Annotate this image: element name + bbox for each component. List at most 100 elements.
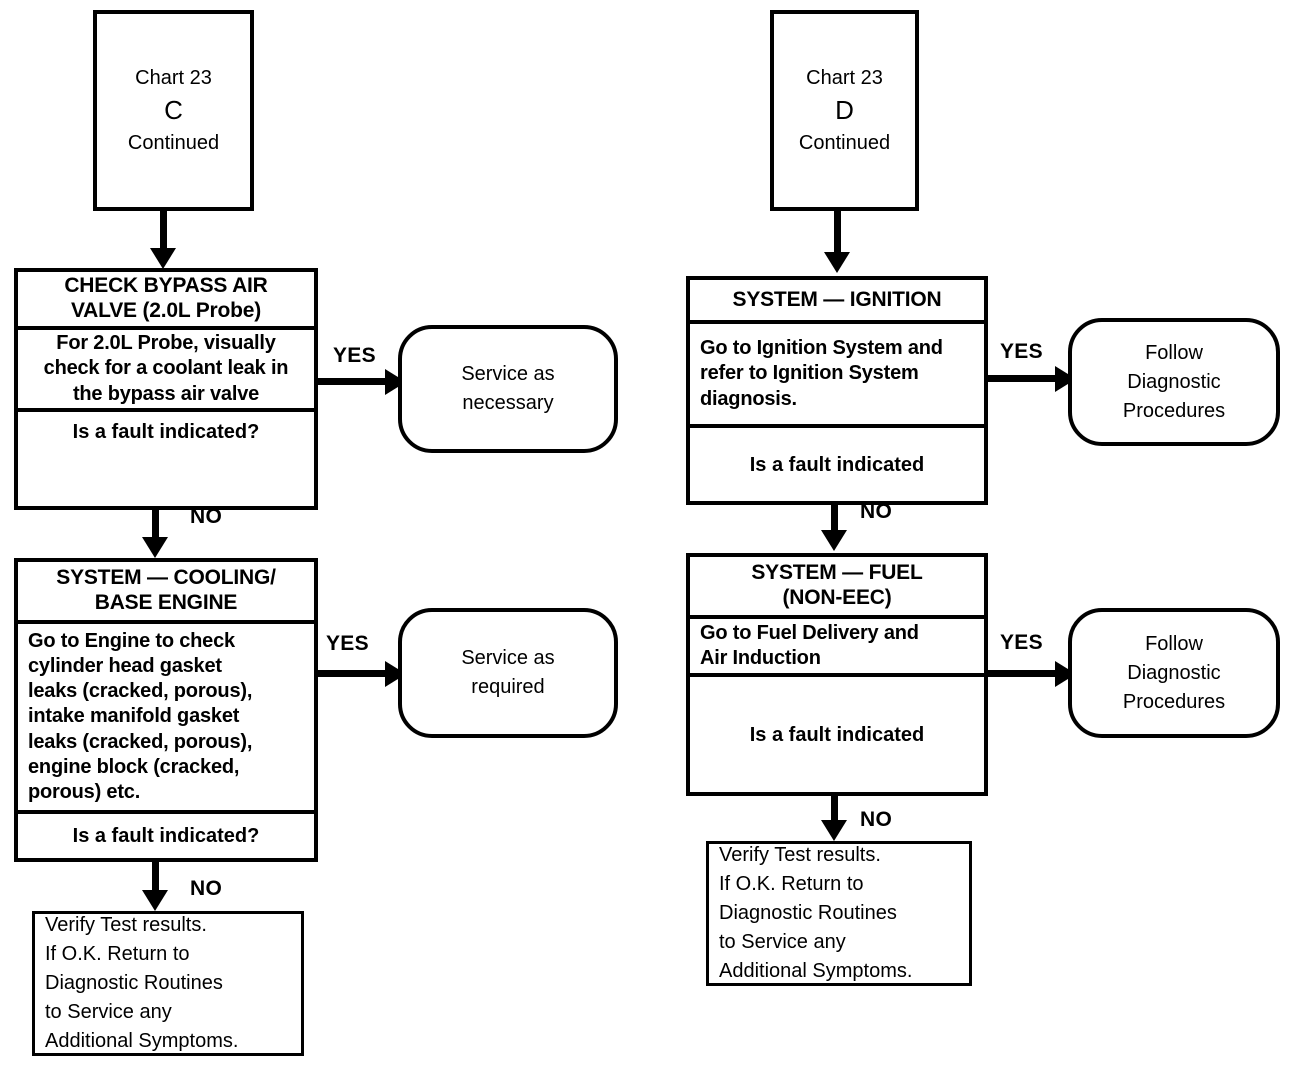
left-step1-yes-result-line1: Service as — [461, 363, 555, 385]
right-start-line3: Continued — [798, 131, 891, 154]
right-step1-yes-result-line3: Procedures — [1122, 399, 1226, 422]
right-step1-yes-label: YES — [1000, 340, 1043, 363]
right-step2-header-line1: SYSTEM — FUEL — [751, 561, 923, 585]
left-step1-question: Is a fault indicated? — [72, 421, 260, 443]
right-step1-body-line3: diagnosis. — [700, 387, 797, 410]
left-connector-start-to-step1 — [160, 211, 167, 253]
left-step2-yes-result-line1: Service as — [461, 647, 555, 669]
left-step1-body-line2: check for a coolant leak in — [43, 357, 289, 380]
left-step1-yes-result[interactable]: Service as necessary — [398, 325, 618, 453]
left-terminal-line1: Verify Test results. — [45, 914, 207, 936]
left-step1-no-label: NO — [190, 505, 223, 528]
right-start-text: Chart 23 D Continued — [799, 64, 890, 156]
right-arrow-step1-to-step2 — [821, 530, 847, 551]
left-terminal-line2: If O.K. Return to — [45, 943, 190, 965]
right-step1-yes-line — [988, 375, 1060, 382]
right-step2-node[interactable]: SYSTEM — FUEL (NON-EEC) Go to Fuel Deliv… — [686, 553, 988, 796]
left-step2-header: SYSTEM — COOLING/ BASE ENGINE — [18, 562, 314, 624]
left-start-line2: C — [164, 95, 183, 126]
left-step1-header: CHECK BYPASS AIR VALVE (2.0L Probe) — [18, 272, 314, 330]
left-step2-yes-result[interactable]: Service as required — [398, 608, 618, 738]
left-step2-body-line7: porous) etc. — [28, 780, 141, 803]
right-connector-step1-to-step2 — [831, 505, 838, 535]
right-step1-yes-result[interactable]: Follow Diagnostic Procedures — [1068, 318, 1280, 446]
left-step1-header-line1: CHECK BYPASS AIR — [64, 274, 268, 298]
right-step1-yes-result-line1: Follow — [1145, 341, 1203, 364]
left-terminal-node[interactable]: Verify Test results. If O.K. Return to D… — [32, 911, 304, 1056]
left-step2-no-label: NO — [190, 877, 223, 900]
left-step2-body-line1: Go to Engine to check — [28, 629, 235, 652]
right-step2-header-line2: (NON-EEC) — [782, 586, 892, 609]
left-connector-step1-to-step2 — [152, 510, 159, 542]
left-step1-body-line3: the bypass air valve — [72, 382, 260, 405]
right-step2-body-line1: Go to Fuel Delivery and — [700, 621, 919, 644]
right-terminal-line1: Verify Test results. — [719, 844, 881, 866]
left-step2-yes-result-line2: required — [471, 676, 545, 698]
right-step2-body-line2: Air Induction — [700, 647, 821, 669]
right-terminal-line3: Diagnostic Routines — [719, 902, 897, 924]
right-connector-start-to-step1 — [834, 211, 841, 256]
right-terminal-line2: If O.K. Return to — [719, 873, 864, 895]
left-step1-body-line1: For 2.0L Probe, visually — [56, 332, 276, 355]
right-arrow-step2-to-terminal — [821, 820, 847, 841]
left-step2-header-line1: SYSTEM — COOLING/ — [56, 566, 276, 590]
right-step1-header: SYSTEM — IGNITION — [690, 280, 984, 324]
right-step2-yes-result-line2: Diagnostic — [1127, 661, 1221, 684]
left-start-node[interactable]: Chart 23 C Continued — [93, 10, 254, 211]
left-arrow-start-to-step1 — [150, 248, 176, 269]
left-terminal-line5: Additional Symptoms. — [45, 1030, 239, 1052]
right-start-line1: Chart 23 — [806, 67, 883, 90]
left-step2-body-line5: leaks (cracked, porous), — [28, 730, 253, 753]
right-step2-yes-result-text: Follow Diagnostic Procedures — [1123, 630, 1225, 717]
right-terminal-text: Verify Test results. If O.K. Return to D… — [709, 844, 969, 983]
left-step2-body-line6: engine block (cracked, — [28, 755, 240, 778]
left-step2-question: Is a fault indicated? — [72, 825, 260, 847]
left-step1-yes-result-line2: necessary — [462, 392, 554, 414]
left-step2-node[interactable]: SYSTEM — COOLING/ BASE ENGINE Go to Engi… — [14, 558, 318, 862]
right-step2-body: Go to Fuel Delivery and Air Induction — [690, 619, 984, 677]
right-terminal-line4: to Service any — [719, 931, 846, 953]
left-terminal-line3: Diagnostic Routines — [45, 972, 223, 994]
right-step1-body: Go to Ignition System and refer to Ignit… — [690, 324, 984, 428]
left-terminal-text: Verify Test results. If O.K. Return to D… — [35, 914, 301, 1053]
right-step2-yes-result-line3: Procedures — [1122, 690, 1226, 713]
right-step2-yes-result-line1: Follow — [1145, 632, 1203, 655]
left-step2-header-line2: BASE ENGINE — [94, 591, 238, 614]
right-terminal-node[interactable]: Verify Test results. If O.K. Return to D… — [706, 841, 972, 986]
left-arrow-step2-to-terminal — [142, 890, 168, 911]
right-step2-yes-result[interactable]: Follow Diagnostic Procedures — [1068, 608, 1280, 738]
left-connector-step2-to-terminal — [152, 862, 159, 895]
right-start-node[interactable]: Chart 23 D Continued — [770, 10, 919, 211]
left-step2-yes-label: YES — [326, 632, 369, 655]
right-start-line2: D — [835, 95, 854, 126]
right-connector-step2-to-terminal — [831, 796, 838, 824]
right-step2-question: Is a fault indicated — [749, 723, 925, 746]
right-step2-no-label: NO — [860, 808, 893, 831]
left-step1-yes-result-text: Service as necessary — [461, 360, 554, 418]
left-step1-yes-label: YES — [333, 344, 376, 367]
right-step2-yes-line — [988, 670, 1060, 677]
right-arrow-start-to-step1 — [824, 252, 850, 273]
right-terminal-line5: Additional Symptoms. — [719, 960, 913, 982]
right-step1-node[interactable]: SYSTEM — IGNITION Go to Ignition System … — [686, 276, 988, 505]
left-step2-yes-line — [318, 670, 390, 677]
right-step2-yes-label: YES — [1000, 631, 1043, 654]
left-start-line3: Continued — [127, 131, 220, 154]
right-step1-body-line2: refer to Ignition System — [700, 362, 919, 385]
left-step1-node[interactable]: CHECK BYPASS AIR VALVE (2.0L Probe) For … — [14, 268, 318, 510]
left-start-text: Chart 23 C Continued — [128, 64, 219, 156]
left-step2-body-line4: intake manifold gasket — [28, 705, 240, 728]
right-step1-no-label: NO — [860, 500, 893, 523]
left-terminal-line4: to Service any — [45, 1001, 172, 1023]
left-arrow-step1-to-step2 — [142, 537, 168, 558]
left-step2-yes-result-text: Service as required — [461, 644, 554, 702]
right-step1-yes-result-line2: Diagnostic — [1127, 370, 1221, 393]
right-step2-header: SYSTEM — FUEL (NON-EEC) — [690, 557, 984, 619]
left-step2-body: Go to Engine to check cylinder head gask… — [18, 624, 314, 814]
left-step2-body-line3: leaks (cracked, porous), — [28, 680, 253, 703]
left-step1-header-line2: VALVE (2.0L Probe) — [70, 299, 262, 322]
right-step1-question: Is a fault indicated — [749, 453, 925, 476]
left-step1-yes-line — [318, 378, 390, 385]
left-step2-body-line2: cylinder head gasket — [28, 655, 222, 678]
right-step1-body-line1: Go to Ignition System and — [700, 337, 943, 360]
